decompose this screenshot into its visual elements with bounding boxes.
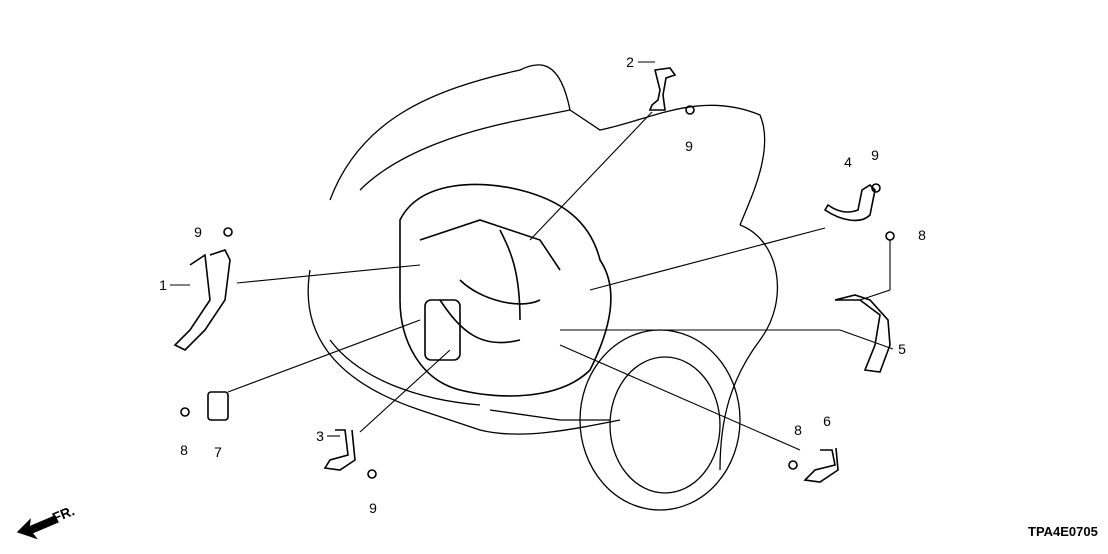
callout-8: 8 xyxy=(794,422,802,438)
callout-5: 5 xyxy=(898,341,906,357)
callout-1: 1 xyxy=(159,277,167,293)
bracket-4 xyxy=(823,183,876,222)
callout-9: 9 xyxy=(685,138,693,154)
diagram-code: TPA4E0705 xyxy=(1028,524,1098,539)
vehicle-outline xyxy=(307,64,779,511)
callout-9: 9 xyxy=(369,500,377,516)
callout-6: 6 xyxy=(823,413,831,429)
callout-4: 4 xyxy=(844,154,852,170)
bracket-6 xyxy=(803,447,839,483)
leader-lines xyxy=(170,61,894,451)
callout-9: 9 xyxy=(871,147,879,163)
bracket-1 xyxy=(173,249,231,351)
callout-2: 2 xyxy=(626,54,634,70)
bracket-parts xyxy=(173,67,895,483)
callout-8: 8 xyxy=(180,442,188,458)
bracket-2 xyxy=(648,67,677,111)
front-arrow-icon xyxy=(16,515,59,540)
engine-assembly xyxy=(399,183,612,397)
callout-7: 7 xyxy=(214,444,222,460)
callout-9: 9 xyxy=(194,224,202,240)
bracket-7 xyxy=(207,391,229,421)
callout-8: 8 xyxy=(918,227,926,243)
bracket-5 xyxy=(834,294,891,373)
callout-3: 3 xyxy=(316,428,324,444)
bracket-3 xyxy=(323,429,356,471)
bolt-icons xyxy=(180,105,895,479)
